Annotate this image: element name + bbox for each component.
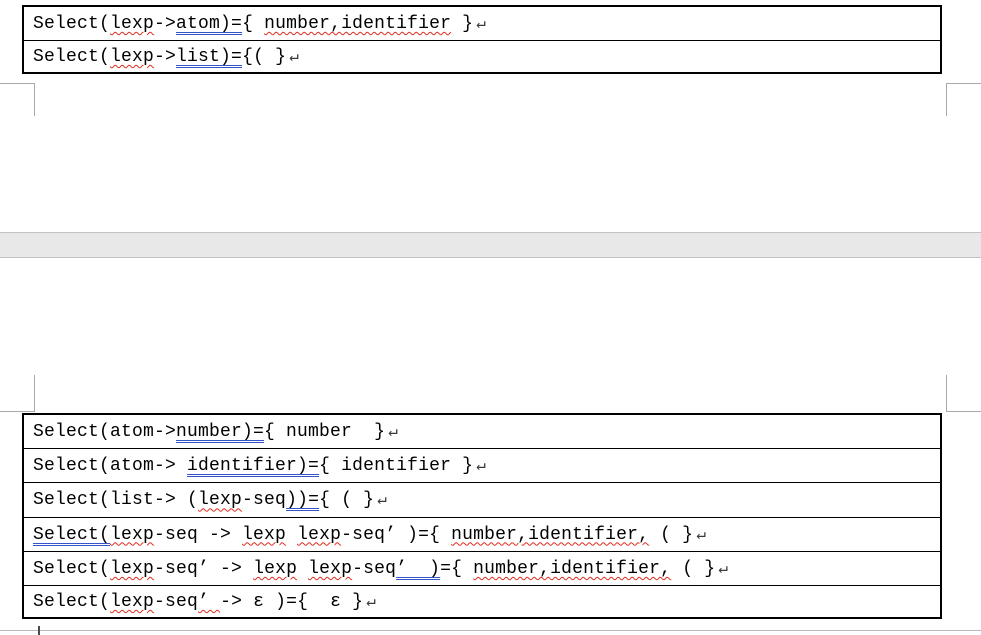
select-sets-table-bottom: Select(atom->number)={ number }↵Select(a… xyxy=(22,413,942,619)
line-break-mark-icon: ↵ xyxy=(388,423,398,442)
spellcheck-flagged-text: lexp xyxy=(242,524,287,545)
text-boundary-mark xyxy=(946,411,981,412)
text-boundary-mark xyxy=(946,375,947,412)
plain-text: -seq’ -> xyxy=(154,558,254,579)
plain-text: -> ε )={ ε } xyxy=(220,591,364,612)
page-separator[interactable] xyxy=(0,232,981,258)
grammar-select-line: Select(atom->number)={ number }↵ xyxy=(33,421,398,442)
plain-text: -> xyxy=(154,14,177,34)
table-row[interactable]: Select(list-> (lexp-seq))={ ( }↵ xyxy=(24,483,940,518)
plain-text xyxy=(286,525,297,545)
line-break-mark-icon: ↵ xyxy=(696,525,707,544)
table-row[interactable]: Select(lexp->list)={( }↵ xyxy=(24,41,940,72)
table-row[interactable]: Select(lexp-seq’ -> lexp lexp-seq’ )={ n… xyxy=(24,552,940,586)
spellcheck-flagged-text: number,identifier, xyxy=(473,558,672,579)
spellcheck-flagged-text: lexp xyxy=(110,558,155,579)
plain-text: Select(list-> ( xyxy=(33,490,199,511)
plain-text: {( } xyxy=(242,47,287,67)
grammar-flagged-text: ))= xyxy=(286,490,320,511)
grammar-select-line: Select(lexp-seq’ -> ε )={ ε }↵ xyxy=(33,591,376,612)
grammar-flagged-text: identifier)= xyxy=(187,456,320,477)
text-boundary-mark xyxy=(34,375,35,412)
table-row[interactable]: Select(atom-> identifier)={ identifier }… xyxy=(24,449,940,484)
plain-text: Select( xyxy=(33,14,111,34)
plain-text xyxy=(297,559,308,579)
grammar-select-line: Select(lexp-seq’ -> lexp lexp-seq’ )={ n… xyxy=(33,558,728,579)
plain-text: { xyxy=(242,14,265,34)
plain-text: -seq’ )={ xyxy=(341,524,452,545)
spellcheck-flagged-text: lexp xyxy=(110,14,155,34)
plain-text: -seq xyxy=(352,558,397,579)
text-boundary-mark xyxy=(0,411,35,412)
plain-text: ={ xyxy=(440,558,474,579)
plain-text: Select( xyxy=(33,591,111,612)
spellcheck-flagged-text: number,identifier, xyxy=(451,524,650,545)
line-break-mark-icon: ↵ xyxy=(476,15,486,33)
spellcheck-flagged-text: lexp xyxy=(110,591,155,612)
plain-text: } xyxy=(451,14,474,34)
plain-text: Select( xyxy=(33,47,111,67)
text-boundary-mark xyxy=(946,83,981,84)
text-boundary-mark xyxy=(0,83,35,84)
grammar-flagged-text: number)= xyxy=(176,422,265,443)
line-break-mark-icon: ↵ xyxy=(289,48,299,66)
spellcheck-flagged-text: lexp xyxy=(308,558,353,579)
plain-text: ( } xyxy=(649,524,694,545)
spellcheck-flagged-text: lexp xyxy=(253,558,298,579)
table-row[interactable]: Select(atom->number)={ number }↵ xyxy=(24,415,940,450)
plain-text: -seq -> xyxy=(154,524,243,545)
plain-text: { number } xyxy=(264,422,386,443)
text-boundary-mark xyxy=(34,83,35,116)
grammar-select-line: Select(lexp->list)={( }↵ xyxy=(33,46,299,67)
spellcheck-flagged-text: lexp xyxy=(198,490,243,511)
text-boundary-mark xyxy=(946,83,947,116)
spellcheck-flagged-text: number,identifier xyxy=(264,14,452,34)
plain-text: Select(atom-> xyxy=(33,456,188,477)
grammar-flagged-text: Select( xyxy=(33,524,111,545)
line-break-mark-icon: ↵ xyxy=(377,491,387,510)
grammar-select-line: Select(lexp->atom)={ number,identifier }… xyxy=(33,13,486,34)
plain-text: ( } xyxy=(671,558,716,579)
grammar-flagged-text: atom)= xyxy=(176,14,243,34)
text-boundary-mark xyxy=(0,630,981,631)
plain-text: Select( xyxy=(33,558,111,579)
table-row[interactable]: Select(lexp-seq’ -> ε )={ ε }↵ xyxy=(24,586,940,617)
plain-text: { identifier } xyxy=(319,456,474,477)
grammar-select-line: Select(atom-> identifier)={ identifier }… xyxy=(33,455,486,476)
plain-text: { ( } xyxy=(319,490,375,511)
grammar-flagged-text: ’ ) xyxy=(396,558,441,579)
line-break-mark-icon: ↵ xyxy=(366,592,376,611)
grammar-flagged-text: list)= xyxy=(176,47,243,67)
plain-text: -seq xyxy=(242,490,287,511)
spellcheck-flagged-text: lexp xyxy=(110,524,155,545)
select-sets-table-top: Select(lexp->atom)={ number,identifier }… xyxy=(22,5,942,74)
text-cursor xyxy=(38,626,40,635)
table-row[interactable]: Select(lexp-seq -> lexp lexp-seq’ )={ nu… xyxy=(24,518,940,552)
plain-text: -seq xyxy=(154,591,199,612)
plain-text: Select(atom-> xyxy=(33,422,177,443)
line-break-mark-icon: ↵ xyxy=(718,559,729,578)
grammar-select-line: Select(list-> (lexp-seq))={ ( }↵ xyxy=(33,489,387,510)
plain-text: -> xyxy=(154,47,177,67)
spellcheck-flagged-text: lexp xyxy=(297,524,342,545)
spellcheck-flagged-text: lexp xyxy=(110,47,155,67)
line-break-mark-icon: ↵ xyxy=(476,457,486,476)
spellcheck-flagged-text: ’ xyxy=(198,591,221,612)
grammar-select-line: Select(lexp-seq -> lexp lexp-seq’ )={ nu… xyxy=(33,524,706,545)
table-row[interactable]: Select(lexp->atom)={ number,identifier }… xyxy=(24,7,940,41)
